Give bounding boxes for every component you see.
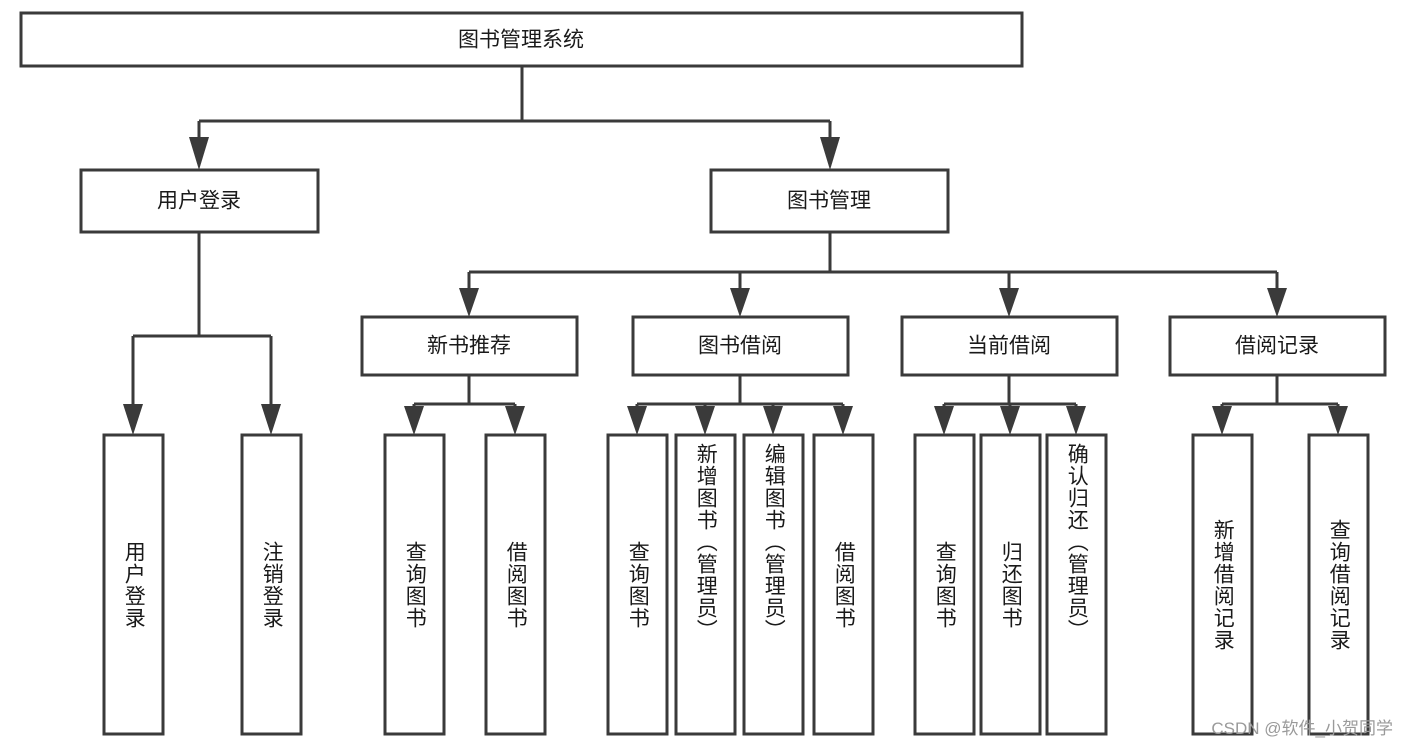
node-label-user-login: 用户登录: [157, 190, 241, 213]
node-box-leaf-user-login[interactable]: [102, 433, 165, 736]
node-borrow-record[interactable]: 借阅记录: [1168, 315, 1387, 377]
arrow-head-leaf-query-book-3: [934, 406, 954, 435]
node-box-book-borrow[interactable]: [631, 315, 850, 377]
node-box-leaf-logout-login[interactable]: [240, 433, 303, 736]
node-label-book-borrow: 图书借阅: [698, 335, 782, 358]
node-box-leaf-query-book-3[interactable]: [913, 433, 976, 736]
node-box-book-management[interactable]: [709, 168, 950, 234]
node-new-book-recommend[interactable]: 新书推荐: [360, 315, 579, 377]
node-box-current-borrow[interactable]: [900, 315, 1119, 377]
node-box-root-system[interactable]: [19, 11, 1024, 68]
arrow-head-leaf-add-record: [1212, 406, 1232, 435]
node-box-leaf-return-book[interactable]: [979, 433, 1042, 736]
node-label-current-borrow: 当前借阅: [967, 335, 1051, 358]
connector-layer: [123, 66, 1348, 435]
node-label-root-system: 图书管理系统: [458, 29, 584, 52]
node-label-new-book-recommend: 新书推荐: [427, 335, 511, 358]
node-box-user-login[interactable]: [79, 168, 320, 234]
node-book-borrow[interactable]: 图书借阅: [631, 315, 850, 377]
arrow-head-leaf-user-login: [123, 404, 143, 435]
node-box-leaf-query-book-2[interactable]: [606, 433, 669, 736]
node-user-login[interactable]: 用户登录: [79, 168, 320, 234]
node-box-borrow-record[interactable]: [1168, 315, 1387, 377]
arrow-head-leaf-query-book-2: [627, 406, 647, 435]
arrow-head-leaf-edit-book: [763, 406, 783, 435]
node-label-borrow-record: 借阅记录: [1235, 335, 1319, 358]
node-box-leaf-add-book[interactable]: [674, 433, 737, 736]
node-box-leaf-borrow-book-2[interactable]: [812, 433, 875, 736]
node-current-borrow[interactable]: 当前借阅: [900, 315, 1119, 377]
arrow-head-new-book-recommend: [459, 288, 479, 317]
arrow-head-leaf-add-book: [695, 406, 715, 435]
node-box-leaf-query-record[interactable]: [1307, 433, 1370, 736]
node-label-book-management: 图书管理: [787, 190, 871, 213]
node-box-leaf-edit-book[interactable]: [742, 433, 805, 736]
node-box-leaf-borrow-book-1[interactable]: [484, 433, 547, 736]
arrow-head-leaf-borrow-book-2: [833, 406, 853, 435]
arrow-head-current-borrow: [999, 288, 1019, 317]
node-box-leaf-query-book-1[interactable]: [383, 433, 446, 736]
arrow-head-book-management: [820, 137, 840, 170]
arrow-head-borrow-record: [1267, 288, 1287, 317]
arrow-head-user-login: [189, 137, 209, 170]
node-box-new-book-recommend[interactable]: [360, 315, 579, 377]
node-book-management[interactable]: 图书管理: [709, 168, 950, 234]
arrow-head-book-borrow: [730, 288, 750, 317]
node-box-leaf-add-record[interactable]: [1191, 433, 1254, 736]
arrow-head-leaf-query-book-1: [404, 406, 424, 435]
node-root-system[interactable]: 图书管理系统: [19, 11, 1024, 68]
arrow-head-leaf-return-book: [1000, 406, 1020, 435]
node-box-leaf-confirm-return[interactable]: [1045, 433, 1108, 736]
arrow-head-leaf-confirm-return: [1066, 406, 1086, 435]
arrow-head-leaf-borrow-book-1: [505, 406, 525, 435]
arrow-head-leaf-query-record: [1328, 406, 1348, 435]
arrow-head-leaf-logout-login: [261, 404, 281, 435]
